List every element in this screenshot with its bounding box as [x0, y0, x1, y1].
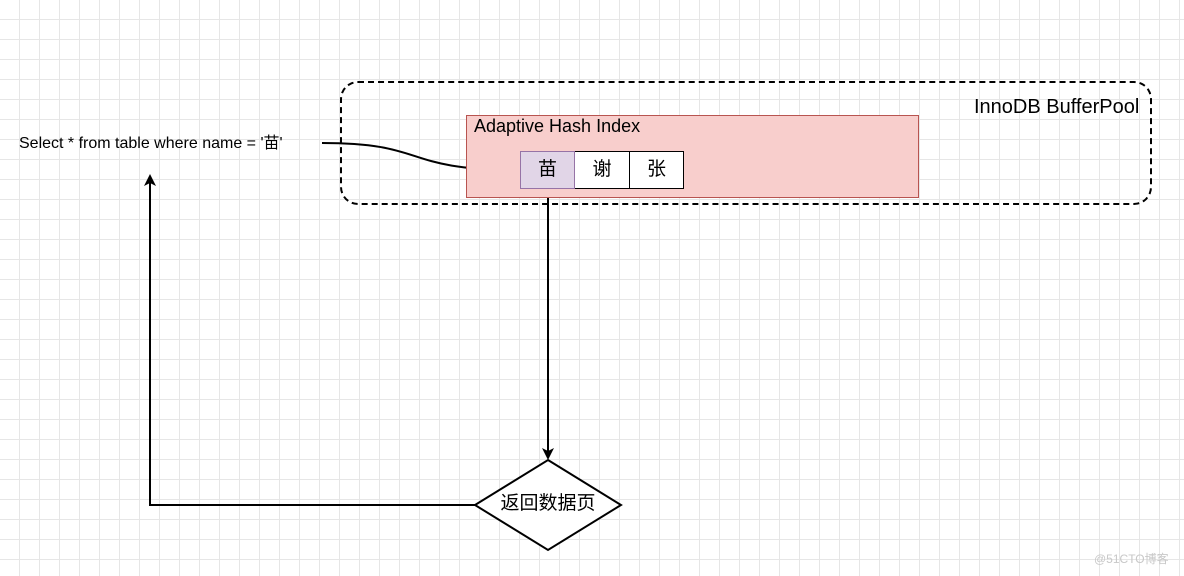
hash-entry-cell: 苗 [520, 151, 575, 189]
result-label: 返回数据页 [500, 492, 596, 514]
query-text: Select * from table where name = '苗' [19, 135, 283, 152]
buffer-pool-title: InnoDB BufferPool [974, 96, 1140, 118]
hash-entry-cell: 张 [629, 151, 684, 189]
adaptive-hash-index-title: Adaptive Hash Index [474, 116, 641, 136]
hash-entry-cell: 谢 [575, 151, 630, 189]
result-to-query-arrow [144, 174, 475, 506]
watermark: @51CTO博客 [1094, 552, 1169, 566]
buffer-pool-container [340, 81, 1152, 205]
result-diamond [473, 458, 623, 552]
